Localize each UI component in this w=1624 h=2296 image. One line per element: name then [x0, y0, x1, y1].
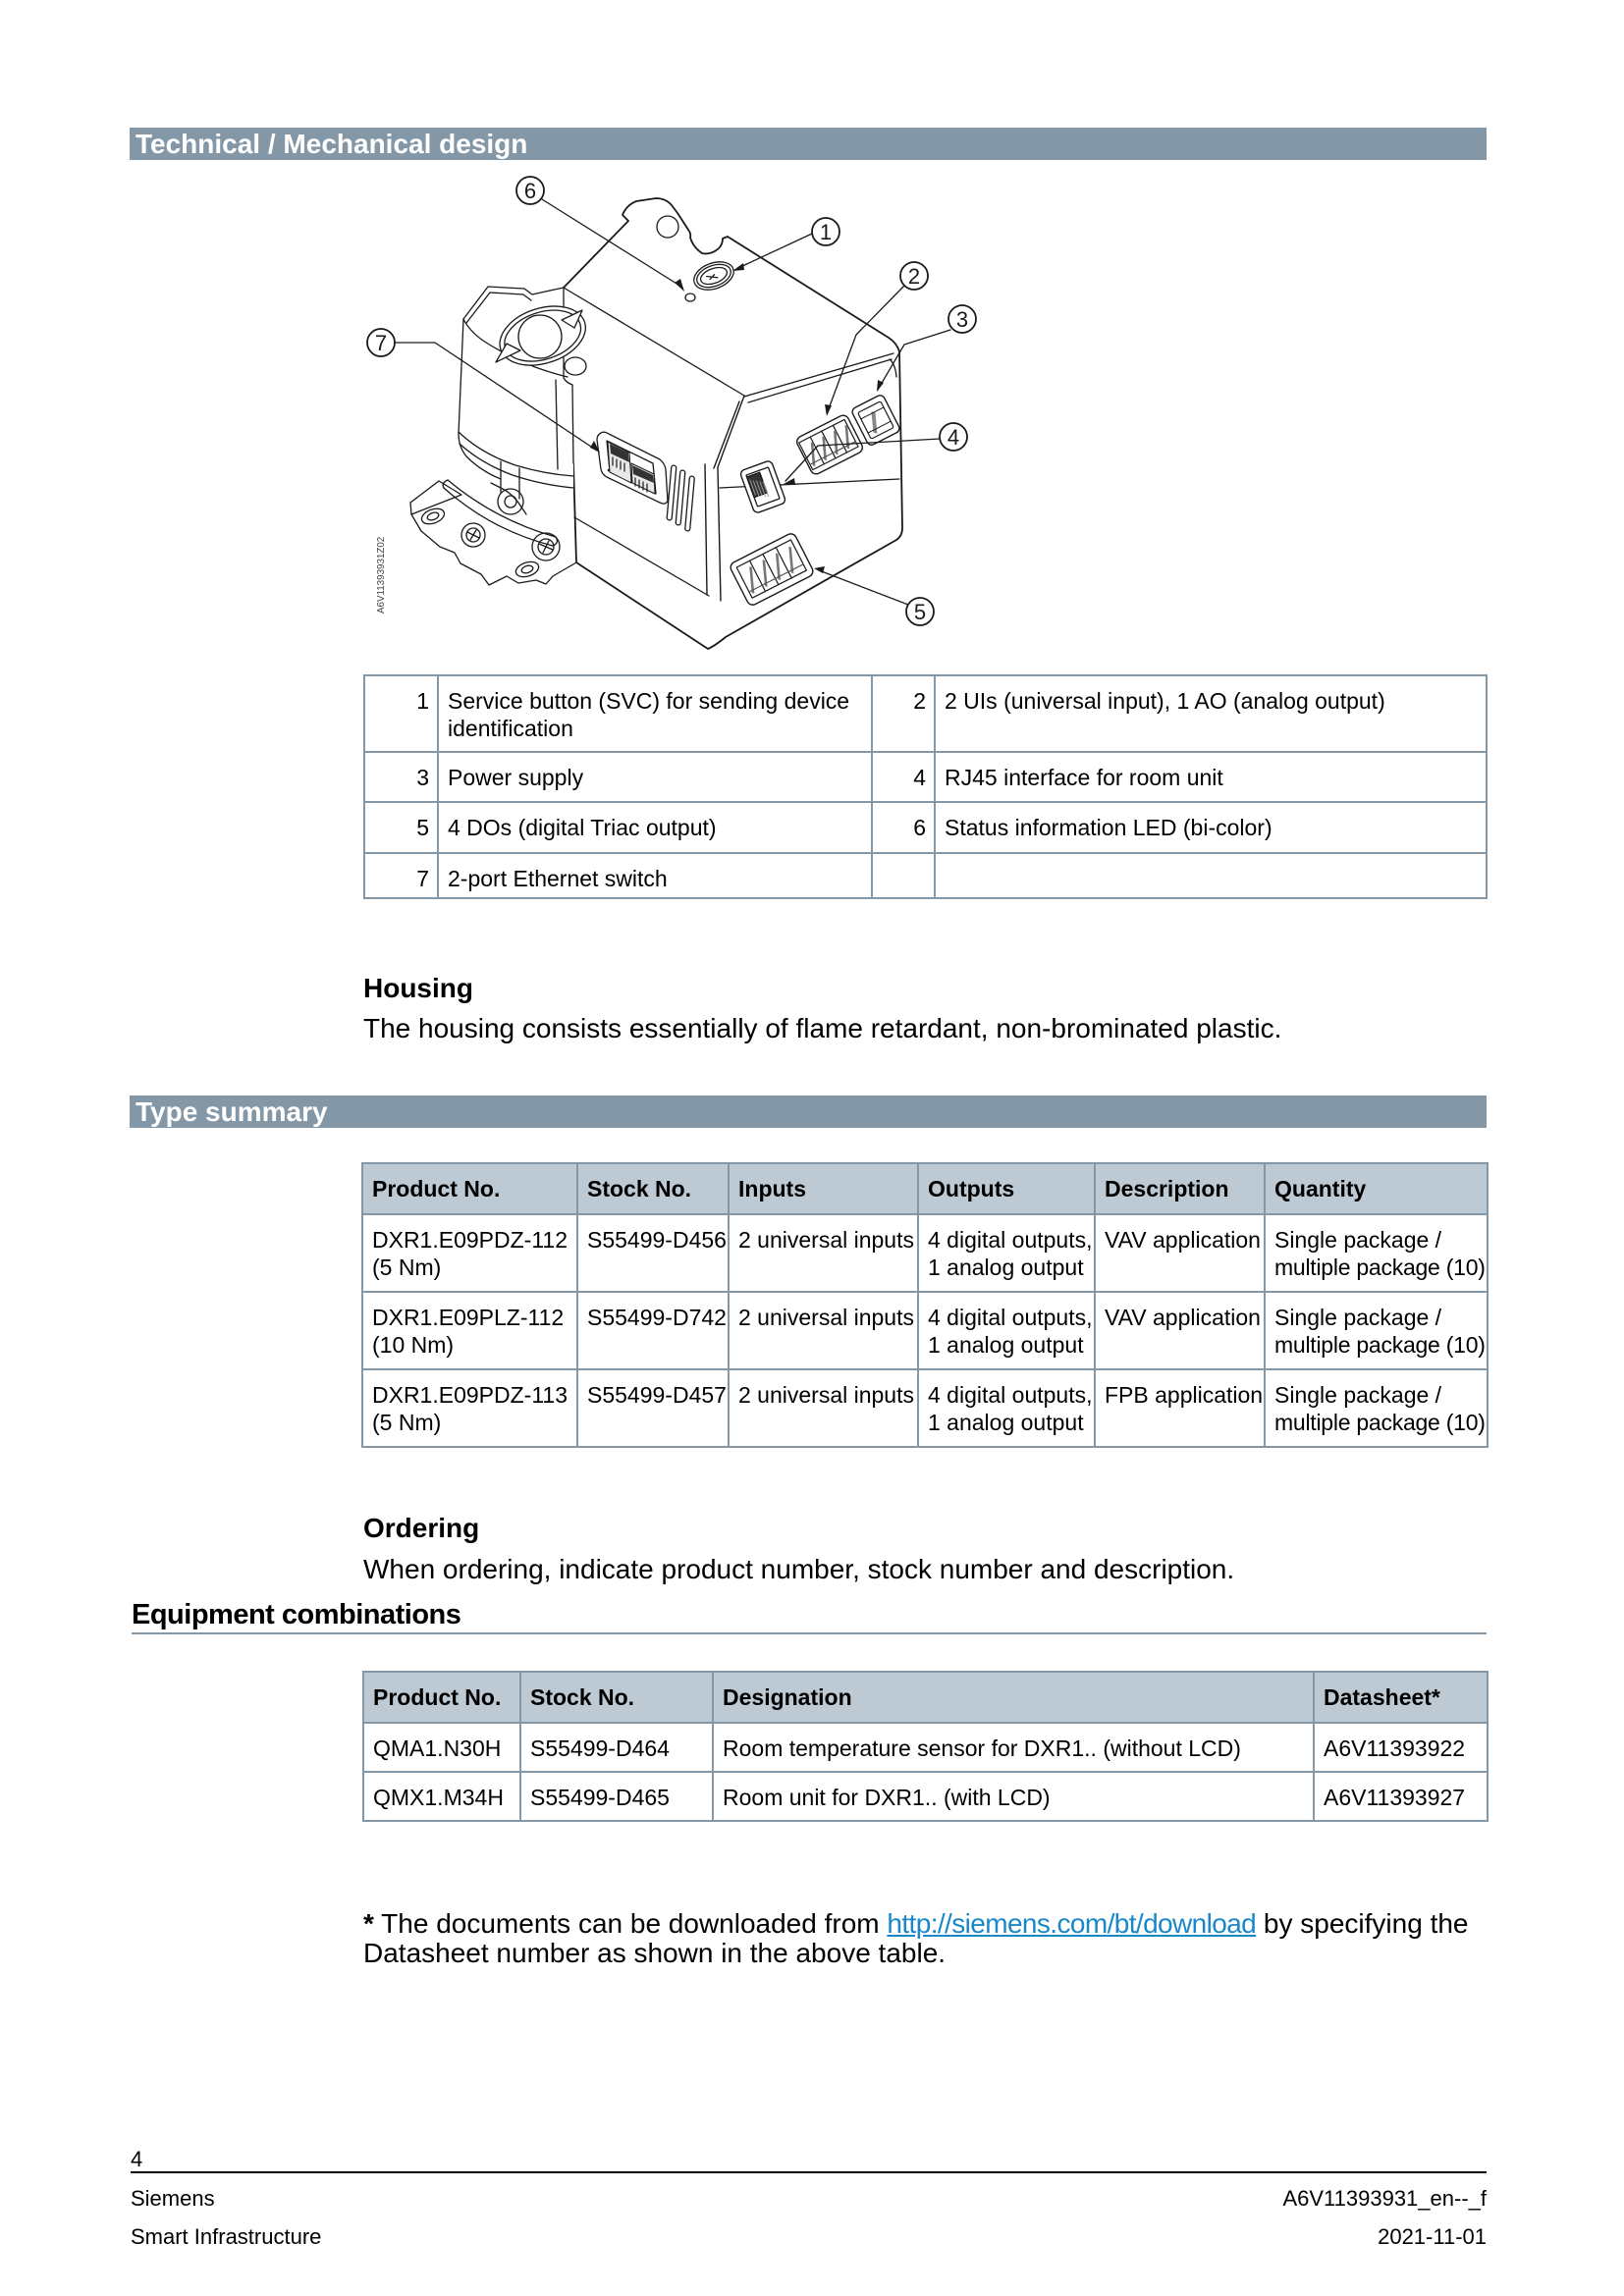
- svg-text:4: 4: [947, 425, 959, 450]
- svg-text:A6V11393931Z02: A6V11393931Z02: [376, 537, 387, 614]
- svg-text:6: 6: [524, 179, 536, 203]
- svg-text:5: 5: [914, 600, 926, 624]
- svg-text:7: 7: [375, 331, 387, 355]
- svg-text:2: 2: [908, 264, 920, 289]
- svg-text:3: 3: [956, 307, 968, 332]
- svg-text:1: 1: [820, 220, 832, 244]
